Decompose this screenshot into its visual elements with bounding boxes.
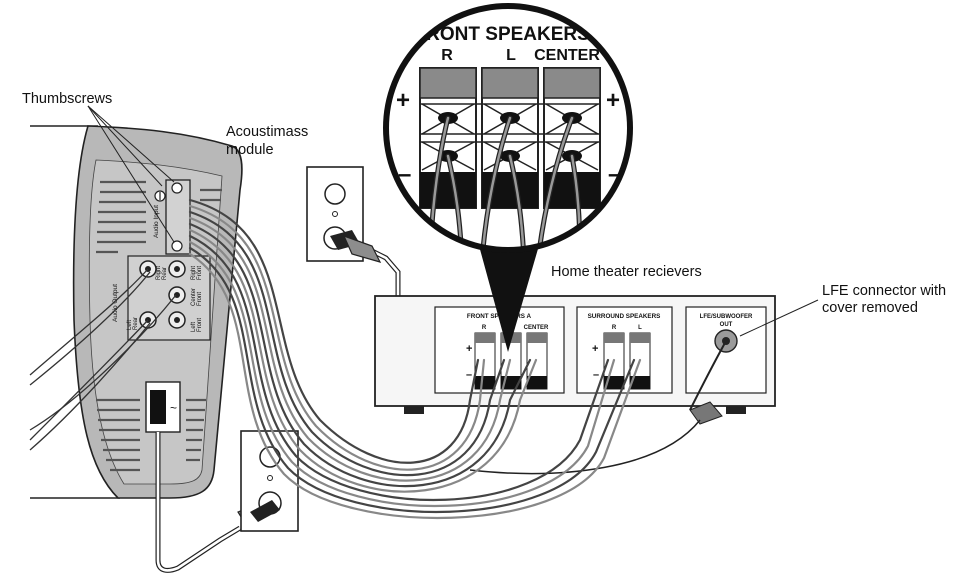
zoom-col-l: L (506, 47, 516, 64)
center-front-label-2: Front (197, 292, 203, 306)
cable-bundle (188, 198, 642, 520)
right-front-label-2: Front (197, 266, 203, 280)
audio-output-label: Audio Output (112, 284, 119, 322)
receiver-lfe-line1: LFE/SUBWOOFER (700, 314, 753, 320)
module-rear-cables (29, 268, 177, 451)
zoom-col-center: CENTER (534, 47, 600, 64)
center-front-label-1: Center (191, 288, 197, 306)
receiver-surround-r: R (612, 325, 617, 331)
receiver-lfe-line2: OUT (720, 322, 733, 328)
left-rear-label-1: Left (127, 320, 133, 330)
zoom-callout: RONT SPEAKERS R L CENTER (383, 3, 633, 352)
thumbscrew-plate-bottom-icon (171, 240, 183, 252)
receiver-surround-minus: – (593, 369, 599, 381)
lfe-label-line2: cover removed (822, 300, 918, 316)
receiver-surround-l: L (638, 325, 642, 331)
acoustimass-label-line1: Acoustimass (226, 124, 309, 140)
zoom-plus-left: + (396, 87, 410, 114)
receiver-surround-title: SURROUND SPEAKERS (588, 313, 661, 320)
left-front-label-2: Front (197, 318, 203, 332)
receiver-surround-plus: + (592, 343, 598, 355)
receiver-front-minus: – (466, 369, 472, 381)
thumbscrews-label: Thumbscrews (22, 91, 113, 107)
audio-input-label: Audio Input (153, 205, 160, 238)
lfe-label-line1: LFE connector with (822, 283, 947, 299)
thumbscrew-plate-top-icon (171, 182, 183, 194)
vent-grooves (96, 180, 222, 472)
right-rear-label-1: Right (156, 266, 162, 280)
receiver-front-center: CENTER (524, 325, 549, 331)
acoustimass-module: Audio Input Audio Output Right Rear Left… (30, 125, 243, 499)
leader-lines (87, 105, 819, 337)
receivers-label: Home theater recievers (551, 264, 702, 280)
acoustimass-label-line2: module (226, 142, 274, 158)
left-front-label-1: Left (191, 322, 197, 332)
zoom-col-r: R (441, 47, 453, 64)
receiver-front-plus: + (466, 343, 472, 355)
zoom-title: RONT SPEAKERS (426, 24, 590, 45)
zoom-plus-right: + (606, 87, 620, 114)
power-symbol: ~ (170, 401, 177, 415)
right-rear-label-2: Rear (162, 267, 168, 280)
receiver-front-r: R (482, 325, 487, 331)
left-rear-label-2: Rear (133, 317, 139, 330)
right-front-label-1: Right (191, 266, 197, 280)
zoom-terminal-blocks (419, 67, 601, 209)
power-plug-icon (150, 390, 166, 424)
